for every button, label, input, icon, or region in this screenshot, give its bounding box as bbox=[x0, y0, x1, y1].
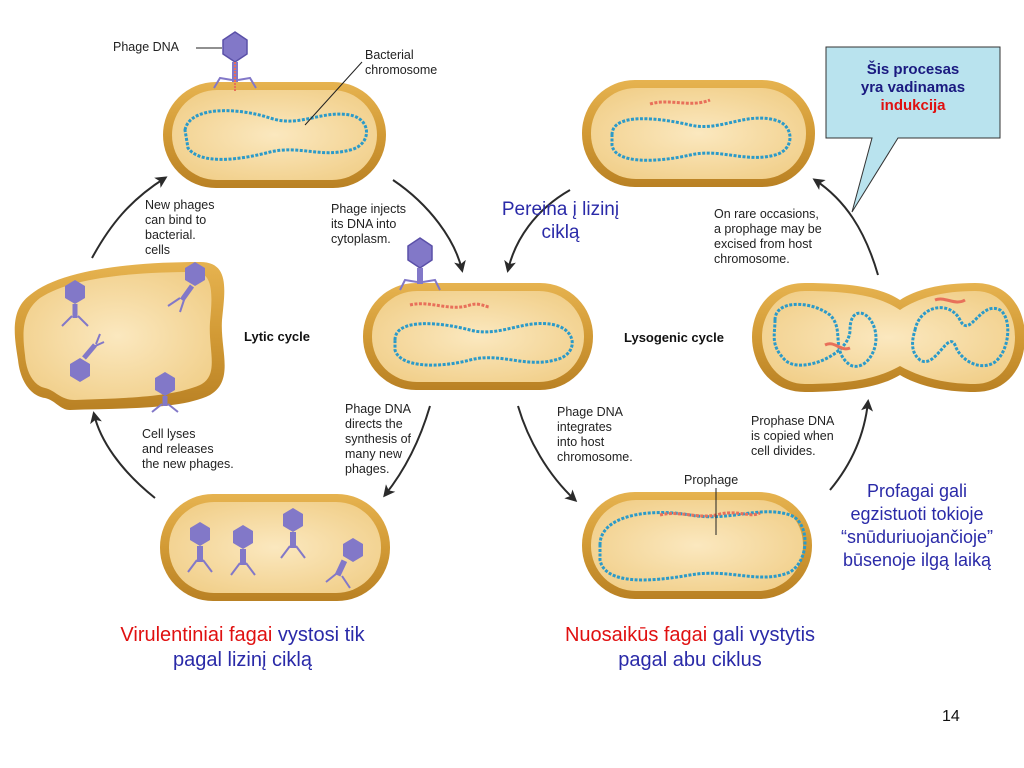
caption-temperate: Nuosaikūs fagai gali vystytis pagal abu … bbox=[510, 623, 870, 673]
callout-text: Šis procesas yra vadinamas indukcija bbox=[826, 61, 1000, 115]
phage-attached-icon bbox=[213, 31, 257, 92]
caption-temperate-red: Nuosaikūs fagai bbox=[564, 624, 708, 646]
excised-prophage-dna bbox=[649, 98, 711, 106]
label-prophage: Prophage bbox=[684, 473, 739, 487]
caption-virulent-blue: vystosi tik bbox=[272, 624, 365, 646]
cell-excised bbox=[582, 80, 815, 187]
label-lysogenic-cycle: Lysogenic cycle bbox=[624, 330, 724, 345]
bound-phage-icon bbox=[61, 280, 89, 327]
new-phage-icon bbox=[187, 522, 213, 573]
label-lytic-cycle: Lytic cycle bbox=[244, 329, 311, 344]
host-chromosome-2 bbox=[393, 322, 574, 367]
caption-virulent-line2: pagal lizinį ciklą bbox=[173, 649, 312, 671]
cell-dividing bbox=[752, 283, 1024, 392]
caption-virulent: Virulentiniai fagai vystosi tik pagal li… bbox=[70, 623, 415, 673]
cell-assembly bbox=[160, 494, 390, 601]
bound-phage-icon bbox=[151, 372, 179, 413]
arrow-new-phages bbox=[91, 176, 168, 259]
label-phage-dna-integrates: Phage DNA integrates into host chromosom… bbox=[557, 405, 633, 464]
dividing-prophage-left bbox=[824, 342, 851, 351]
label-prophase-copied: Prophase DNA is copied when cell divides… bbox=[751, 414, 835, 458]
bound-phage-icon bbox=[167, 262, 205, 313]
caption-temperate-line2: pagal abu ciklus bbox=[618, 649, 762, 671]
bacterial-chromosome-1 bbox=[183, 109, 368, 161]
label-rare-occasions: On rare occasions, a prophage may be exc… bbox=[714, 207, 822, 266]
cell-infection bbox=[163, 31, 386, 188]
arrow-lyses bbox=[90, 411, 156, 499]
label-cell-lyses: Cell lyses and releases the new phages. bbox=[142, 427, 234, 471]
phage-dna-injected bbox=[409, 302, 491, 309]
arrow-copied bbox=[829, 399, 874, 491]
dividing-prophage-right bbox=[934, 297, 966, 304]
label-phage-dna: Phage DNA bbox=[113, 40, 180, 54]
new-phage-icon bbox=[280, 508, 306, 559]
label-phage-injects: Phage injects its DNA into cytoplasm. bbox=[331, 202, 407, 246]
chromosome-leader bbox=[304, 61, 363, 126]
callout-line-2: yra vadinamas bbox=[860, 79, 966, 96]
arrow-excised bbox=[812, 178, 879, 276]
cell-prophage bbox=[582, 488, 812, 599]
induction-callout bbox=[825, 46, 1001, 213]
cell-injected bbox=[363, 237, 593, 390]
arrow-inject bbox=[392, 179, 466, 273]
arrow-directs bbox=[383, 405, 431, 498]
label-phage-dna-directs: Phage DNA directs the synthesis of many … bbox=[345, 402, 412, 476]
caption-temperate-blue: gali vystytis bbox=[707, 624, 816, 646]
callout-line-1: Šis procesas bbox=[866, 61, 960, 78]
phage-injecting-icon bbox=[399, 237, 441, 291]
bound-phage-icon bbox=[70, 333, 105, 382]
arrow-pereina bbox=[504, 189, 571, 273]
host-chromosome-3 bbox=[610, 116, 792, 162]
label-bacterial-chromosome: Bacterial chromosome bbox=[365, 48, 438, 77]
label-new-phages-bind: New phages can bind to bacterial. cells bbox=[145, 198, 215, 257]
annotation-profagai: Profagai gali egzistuoti tokioje “snūdur… bbox=[840, 481, 994, 570]
annotation-pereina: Pereina į lizinį ciklą bbox=[501, 199, 620, 243]
caption-virulent-red: Virulentiniai fagai bbox=[120, 624, 273, 646]
page-number: 14 bbox=[942, 708, 960, 725]
cell-lysed bbox=[14, 262, 225, 413]
new-phage-icon bbox=[325, 538, 363, 589]
new-phage-icon bbox=[230, 525, 256, 576]
dividing-chromosome-left bbox=[772, 302, 878, 368]
integrated-prophage bbox=[659, 511, 761, 518]
callout-line-3: indukcija bbox=[880, 97, 946, 114]
host-chromosome-5 bbox=[598, 510, 807, 582]
arrow-integrates bbox=[517, 405, 578, 503]
dividing-chromosome-right bbox=[911, 306, 1010, 368]
